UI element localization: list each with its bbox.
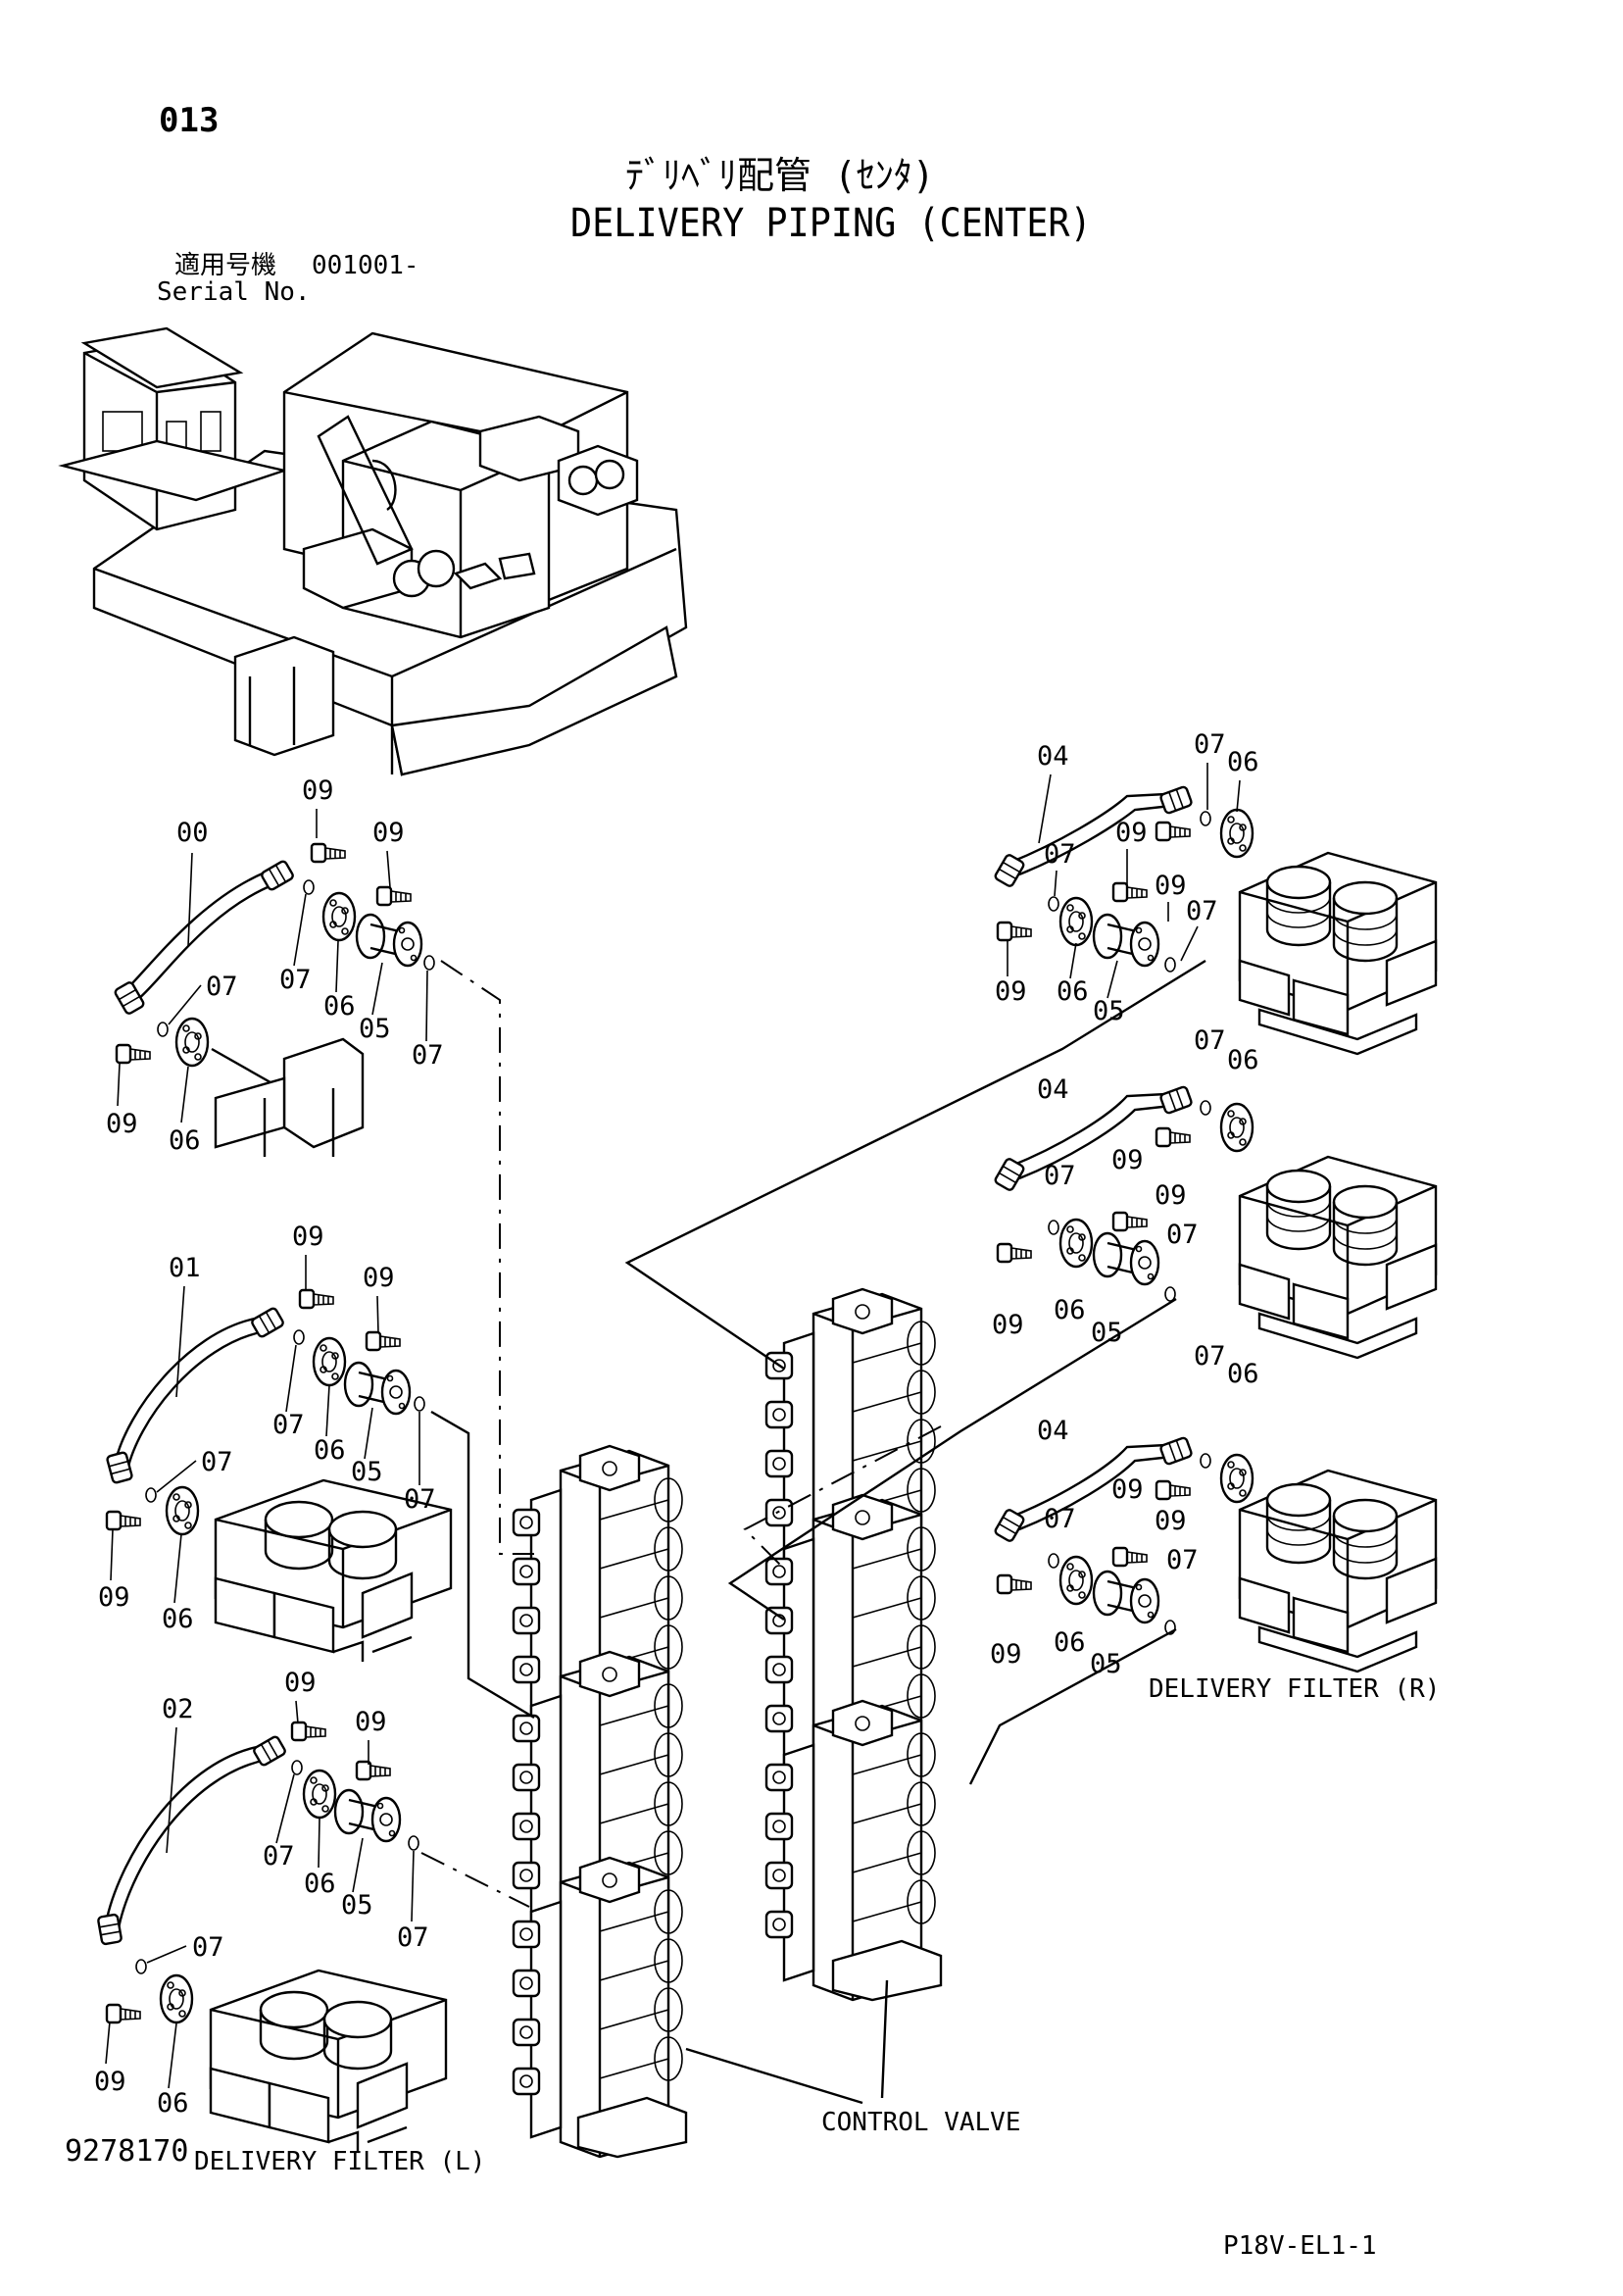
callout-r2-oring-b: 07 [1166,1220,1199,1250]
callout-g1-hose: 00 [176,818,209,848]
callout-g3-bolt-a: 09 [284,1668,317,1698]
callout-g1-bolt-b: 09 [372,818,405,848]
title-english: DELIVERY PIPING (CENTER) [570,201,1092,246]
callout-g3-bolt-low: 09 [94,2067,126,2097]
callout-r1-oring-top: 07 [1194,729,1226,760]
control-valve-left [512,1444,688,2159]
page-code: P18V-EL1-1 [1223,2231,1377,2261]
callout-r1-bolt-a: 09 [1115,818,1148,848]
title-japanese: ﾃﾞﾘﾍﾞﾘ配管 (ｾﾝﾀ) [625,154,935,197]
callout-r2-bolt-b: 09 [1155,1180,1187,1211]
callout-r3-oring-a: 07 [1044,1504,1076,1534]
callout-r1-oring-a: 07 [1044,839,1076,870]
callout-r3-bolt-a: 09 [1111,1474,1144,1505]
label-delivery-filter-right: DELIVERY FILTER (R) [1149,1674,1441,1704]
callout-g2-flange-a: 06 [314,1435,346,1466]
callout-g3-flange-a: 06 [304,1869,336,1899]
serial-value: 001001- [312,251,419,280]
callout-g2-flange-low: 06 [162,1604,194,1634]
callout-g1-oring-a: 07 [279,965,312,995]
callout-g2-hose: 01 [169,1253,201,1283]
serial-label-jp: 適用号機 [174,251,277,280]
callout-g1-bolt-low: 09 [106,1109,138,1139]
callout-r3-adapter: 05 [1090,1649,1122,1679]
callout-r3-oring-b: 07 [1166,1545,1199,1575]
callout-g3-oring-a: 07 [263,1841,295,1872]
callout-g3-bolt-b: 09 [355,1707,387,1737]
callout-r2-bolt-low: 09 [992,1310,1024,1340]
callout-r1-flange-low: 06 [1057,976,1089,1007]
callout-g3-oring-b: 07 [397,1922,429,1953]
hose-assembly-group-r3 [743,1425,1438,1785]
callout-r3-flange-low: 06 [1054,1627,1086,1658]
callout-g1-bolt-a: 09 [302,775,334,806]
callout-r2-flange-low: 06 [1054,1295,1086,1325]
hose-assembly-group-r2 [727,1084,1438,1621]
callout-r2-bolt-a: 09 [1111,1145,1144,1175]
callout-r2-oring-top: 07 [1194,1025,1226,1056]
callout-r2-adapter: 05 [1091,1318,1123,1348]
label-control-valve: CONTROL VALVE [821,2108,1021,2137]
callout-g1-oring-b: 07 [412,1040,444,1071]
callout-r3-oring-top: 07 [1194,1341,1226,1372]
serial-label-en: Serial No. [157,277,311,307]
callout-g2-oring-a: 07 [272,1410,305,1440]
callout-r3-bolt-low: 09 [990,1639,1022,1670]
callout-g3-oring-low: 07 [192,1932,224,1963]
control-valve-right [764,1287,943,2002]
callout-r1-adapter: 05 [1093,996,1125,1026]
callout-r2-hose: 04 [1037,1074,1069,1105]
callout-g2-bolt-a: 09 [292,1222,324,1252]
callout-g2-adapter: 05 [351,1457,383,1487]
label-delivery-filter-left: DELIVERY FILTER (L) [194,2147,486,2176]
callout-g2-oring-b: 07 [404,1484,436,1515]
callout-r1-bolt-low: 09 [995,976,1027,1007]
hose-assembly-group-2 [105,1288,535,1720]
hose-assembly-group-3 [96,1721,530,2154]
callout-r3-flange-top: 06 [1227,1359,1259,1389]
machine-overview [58,326,688,776]
callout-g2-bolt-low: 09 [98,1582,130,1613]
callout-g1-oring-low: 07 [206,972,238,1002]
callout-g1-flange-a: 06 [323,991,356,1022]
callout-g3-adapter: 05 [341,1890,373,1921]
callout-r3-hose: 04 [1037,1416,1069,1446]
callout-r1-oring-b: 07 [1186,896,1218,926]
callout-g1-flange-low: 06 [169,1125,201,1156]
hose-assembly-group-1 [113,842,534,1555]
callout-g2-oring-low: 07 [201,1447,233,1477]
callouts: 00 09 09 07 06 05 07 07 09 06 01 09 09 0… [94,729,1259,2119]
page-number: 013 [159,101,220,140]
callout-g1-adapter: 05 [359,1014,391,1044]
callout-g3-hose: 02 [162,1694,194,1724]
callout-g2-bolt-b: 09 [363,1263,395,1293]
callout-r1-bolt-b: 09 [1155,871,1187,901]
drawing-number: 9278170 [65,2134,189,2169]
callout-r2-flange-top: 06 [1227,1045,1259,1075]
callout-r1-hose: 04 [1037,741,1069,772]
callout-r2-oring-a: 07 [1044,1161,1076,1191]
callout-r3-bolt-b: 09 [1155,1506,1187,1536]
callout-r1-flange-top: 06 [1227,747,1259,777]
callout-g3-flange-low: 06 [157,2088,189,2119]
hose-assembly-group-r1 [624,784,1438,1370]
